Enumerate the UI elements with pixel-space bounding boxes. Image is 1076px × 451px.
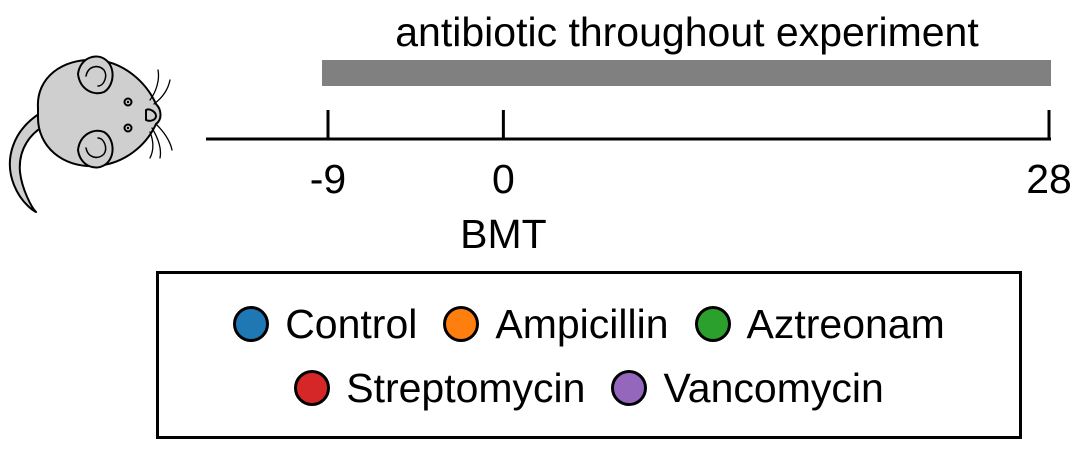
timeline-ticks: -9 0 28 (310, 110, 1072, 202)
tick-label: 0 (492, 156, 515, 202)
legend-swatch-control (233, 306, 270, 342)
legend-swatch-vancomycin (611, 370, 648, 406)
legend-item-vancomycin: Vancomycin (611, 364, 884, 412)
legend-label-aztreonam: Aztreonam (746, 301, 945, 347)
legend-swatch-aztreonam (694, 306, 731, 342)
mouse-icon (8, 55, 173, 213)
legend-item-ampicillin: Ampicillin (443, 300, 669, 348)
legend-swatch-ampicillin (443, 306, 480, 342)
legend-swatch-streptomycin (294, 370, 331, 406)
treatment-label: antibiotic throughout experiment (395, 9, 979, 55)
legend-label-vancomycin: Vancomycin (663, 365, 884, 411)
legend-row-2: Streptomycin Vancomycin (159, 364, 1019, 412)
event-label-bmt: BMT (460, 211, 547, 257)
legend-label-streptomycin: Streptomycin (346, 365, 586, 411)
legend: Control Ampicillin Aztreonam Streptomyci… (156, 271, 1022, 439)
tick-label: 28 (1026, 156, 1072, 202)
legend-item-aztreonam: Aztreonam (694, 300, 945, 348)
treatment-bar (322, 60, 1051, 86)
legend-label-control: Control (285, 301, 418, 347)
legend-row-1: Control Ampicillin Aztreonam (159, 300, 1019, 348)
legend-label-ampicillin: Ampicillin (495, 301, 669, 347)
legend-item-streptomycin: Streptomycin (294, 364, 585, 412)
tick-label: -9 (310, 156, 346, 202)
legend-item-control: Control (233, 300, 417, 348)
